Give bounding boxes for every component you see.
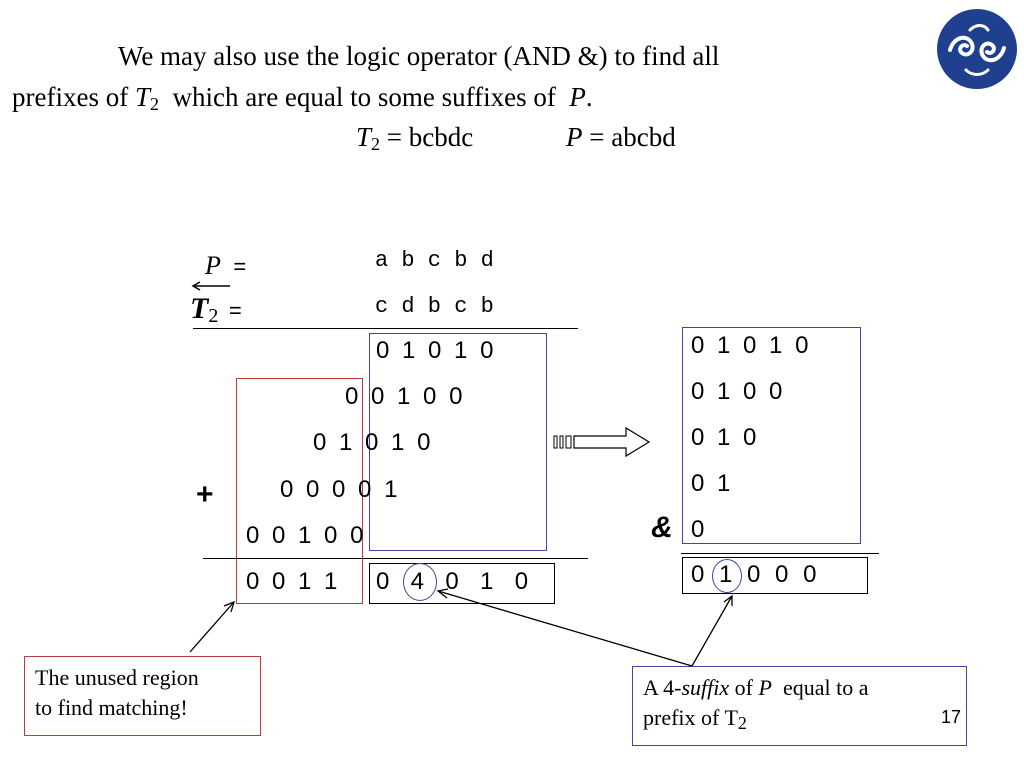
and-row-4: 0 bbox=[691, 516, 705, 543]
eq-p-value: = abcbd bbox=[582, 122, 676, 152]
suffix-note-tail: equal to a bbox=[771, 675, 869, 700]
and-row-0: 0 1 0 1 0 bbox=[691, 332, 809, 359]
unused-region-note: The unused region to find matching! bbox=[24, 656, 261, 736]
unused-note-line-2: to find matching! bbox=[35, 695, 188, 720]
p-equation: P = abcbd bbox=[566, 122, 676, 153]
highlight-four-circle bbox=[403, 563, 437, 601]
unused-region-pointer bbox=[189, 600, 236, 653]
title-line-2: prefixes of T2 which are equal to some s… bbox=[12, 81, 593, 120]
sum-left-digits: 0 0 1 1 bbox=[246, 568, 338, 595]
suffix-pointer-left bbox=[436, 588, 693, 667]
eq-t-subscript: 2 bbox=[371, 134, 381, 154]
eq-t-value: = bcbdc bbox=[380, 122, 474, 152]
plus-operator: + bbox=[196, 478, 214, 511]
t2-equation: T2 = bcbdc bbox=[356, 122, 473, 155]
unused-region-box bbox=[236, 378, 363, 604]
title-t-subscript: 2 bbox=[149, 94, 159, 114]
sum-separator-line bbox=[203, 558, 588, 559]
shift-row-4: 0 0 1 0 0 bbox=[246, 522, 364, 549]
shift-row-2: 0 1 0 1 0 bbox=[313, 429, 431, 456]
top-separator-line bbox=[193, 328, 578, 329]
reverse-arrow-icon bbox=[191, 281, 230, 291]
title-t-symbol: T bbox=[134, 82, 150, 112]
logo-emblem bbox=[936, 8, 1018, 90]
and-row-3: 0 1 bbox=[691, 470, 731, 497]
title-p-symbol: P bbox=[569, 82, 586, 112]
suffix-note-line-1: A 4-suffix of P equal to a bbox=[643, 673, 956, 703]
p-label-equals: = bbox=[233, 254, 247, 279]
page-number: 17 bbox=[941, 707, 962, 727]
shift-row-0: 0 1 0 1 0 bbox=[376, 337, 494, 364]
aligned-columns-box bbox=[369, 333, 547, 551]
suffix-note-p-symbol: P bbox=[758, 675, 772, 700]
shift-row-1: 0 0 1 0 0 bbox=[345, 383, 463, 410]
suffix-note-subscript: 2 bbox=[737, 713, 747, 733]
and-operator: & bbox=[651, 511, 673, 544]
shift-row-3: 0 0 0 0 1 bbox=[280, 476, 398, 503]
title-period: . bbox=[585, 82, 593, 112]
t2-letters: c d b c b bbox=[375, 294, 494, 319]
transform-arrow bbox=[553, 426, 653, 463]
and-result-box bbox=[682, 557, 868, 594]
and-row-2: 0 1 0 bbox=[691, 424, 757, 451]
eq-t-symbol: T bbox=[356, 122, 372, 152]
title-middle-text: which are equal to some suffixes of bbox=[158, 82, 570, 112]
result-one-circle bbox=[712, 559, 742, 593]
eq-p-symbol: P bbox=[566, 122, 583, 152]
t2-label-symbol: T bbox=[190, 292, 209, 325]
suffix-pointer-right bbox=[691, 594, 733, 667]
logo-icon bbox=[937, 9, 1017, 89]
and-separator-line bbox=[681, 553, 879, 554]
reverse-arrow bbox=[190, 279, 232, 297]
suffix-note-italic-suffix: suffix bbox=[681, 675, 730, 700]
suffix-note: A 4-suffix of P equal to a prefix of T2 bbox=[632, 666, 967, 746]
suffix-note-prefix-of: prefix of T bbox=[643, 705, 738, 730]
t2-label: T2 = bbox=[190, 292, 242, 328]
suffix-note-line-2: prefix of T2 bbox=[643, 703, 956, 738]
title-line-1: We may also use the logic operator (AND … bbox=[118, 41, 720, 71]
unused-note-line-1: The unused region bbox=[35, 665, 199, 690]
hollow-right-arrow-icon bbox=[553, 426, 651, 458]
p-letters: a b c b d bbox=[375, 248, 494, 273]
suffix-rows-box bbox=[682, 327, 861, 544]
sum-result-box bbox=[369, 563, 555, 604]
p-label-symbol: P bbox=[205, 251, 221, 280]
and-row-1: 0 1 0 0 bbox=[691, 378, 783, 405]
title-prefix-text: prefixes of bbox=[12, 82, 135, 112]
t2-label-equals: = bbox=[228, 298, 242, 323]
suffix-note-prefix: A 4- bbox=[643, 675, 682, 700]
p-label: P = bbox=[205, 251, 246, 281]
t2-label-subscript: 2 bbox=[208, 305, 219, 327]
suffix-note-of: of bbox=[729, 675, 759, 700]
